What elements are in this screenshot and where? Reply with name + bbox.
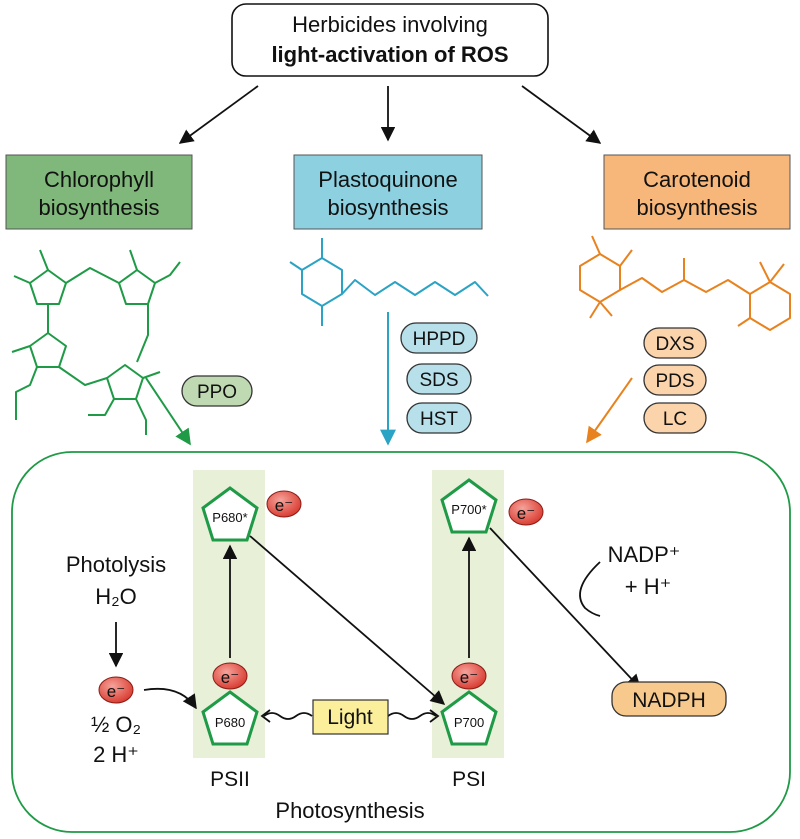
enzyme-ppo-label: PPO <box>197 382 237 403</box>
arrow-carotenoid-to-photosynthesis <box>586 377 633 444</box>
psi-label: PSI <box>452 768 486 791</box>
enzyme-hppd-label: HPPD <box>413 329 466 350</box>
enzyme-sds: SDS <box>406 363 472 395</box>
plastoquinone-box: Plastoquinone biosynthesis <box>293 154 483 230</box>
electron-photolysis: e⁻ <box>98 676 134 704</box>
oxygen-label: ½ O₂ <box>91 712 141 737</box>
p700-label: P700 <box>454 715 484 730</box>
protons-label: 2 H⁺ <box>93 742 139 767</box>
title-box: Herbicides involving light-activation of… <box>231 3 549 77</box>
light-wave-right <box>387 712 437 720</box>
electron-psi-top-label: e⁻ <box>517 504 535 523</box>
light-label: Light <box>327 706 373 729</box>
title-line1: Herbicides involving <box>292 12 488 37</box>
nadp-protons-label: + H⁺ <box>625 574 671 599</box>
electron-psii-bottom-label: e⁻ <box>221 668 239 687</box>
photolysis-label: Photolysis <box>66 552 166 577</box>
plastoquinone-line1: Plastoquinone <box>318 167 457 192</box>
enzyme-hst: HST <box>406 402 472 434</box>
p700-excited: P700* <box>440 478 498 534</box>
chlorophyll-structure-icon <box>11 249 181 435</box>
nadp-curve <box>579 561 601 617</box>
arrow-chlorophyll-to-photosynthesis <box>145 377 191 446</box>
water-label: H₂O <box>95 584 137 609</box>
arrow-to-carotenoid <box>521 85 602 144</box>
enzyme-pds: PDS <box>643 364 707 396</box>
enzyme-dxs: DXS <box>643 327 707 359</box>
carotenoid-structure-icon <box>579 235 791 331</box>
light-wave-right-head <box>429 709 440 723</box>
p700: P700 <box>440 690 498 746</box>
enzyme-sds-label: SDS <box>419 370 458 391</box>
psii-label: PSII <box>210 768 250 791</box>
p680-excited: P680* <box>201 486 259 542</box>
enzyme-lc-label: LC <box>663 409 687 430</box>
plastoquinone-structure-icon <box>289 238 489 326</box>
electron-photolysis-label: e⁻ <box>107 682 125 701</box>
chlorophyll-box: Chlorophyll biosynthesis <box>5 154 193 230</box>
electron-psii-top-label: e⁻ <box>275 496 293 515</box>
arrow-p680-to-p700 <box>249 535 446 705</box>
chlorophyll-line2: biosynthesis <box>38 195 159 220</box>
p680-label: P680 <box>215 715 245 730</box>
electron-psi-top: e⁻ <box>508 498 544 526</box>
photosynthesis-label: Photosynthesis <box>275 798 424 823</box>
electron-psi-bottom: e⁻ <box>451 662 487 690</box>
nadph-label: NADPH <box>632 689 706 712</box>
light-wave-left-head <box>260 709 271 723</box>
electron-psii-bottom: e⁻ <box>212 662 248 690</box>
enzyme-ppo: PPO <box>181 375 253 407</box>
plastoquinone-line2: biosynthesis <box>327 195 448 220</box>
carotenoid-box: Carotenoid biosynthesis <box>603 154 791 230</box>
nadp-label: NADP⁺ <box>608 542 681 567</box>
p680-excited-label: P680* <box>212 510 247 525</box>
nadph-box: NADPH <box>611 681 727 717</box>
enzyme-hppd: HPPD <box>400 322 478 354</box>
light-box: Light <box>312 699 389 735</box>
light-wave-left <box>263 712 313 720</box>
carotenoid-line2: biosynthesis <box>636 195 757 220</box>
arrow-electron-to-p680 <box>143 687 197 710</box>
title-line2: light-activation of ROS <box>271 42 508 67</box>
electron-psii-top: e⁻ <box>266 490 302 518</box>
enzyme-pds-label: PDS <box>655 371 694 392</box>
enzyme-lc: LC <box>643 402 707 434</box>
enzyme-hst-label: HST <box>420 409 458 430</box>
p700-excited-label: P700* <box>451 502 486 517</box>
enzyme-dxs-label: DXS <box>655 334 694 355</box>
carotenoid-line1: Carotenoid <box>643 167 751 192</box>
photosynthesis-container <box>11 451 791 833</box>
electron-psi-bottom-label: e⁻ <box>460 668 478 687</box>
arrow-p700-to-nadph <box>489 527 641 690</box>
arrow-to-chlorophyll <box>178 85 259 144</box>
p680: P680 <box>201 690 259 746</box>
chlorophyll-line1: Chlorophyll <box>44 167 154 192</box>
